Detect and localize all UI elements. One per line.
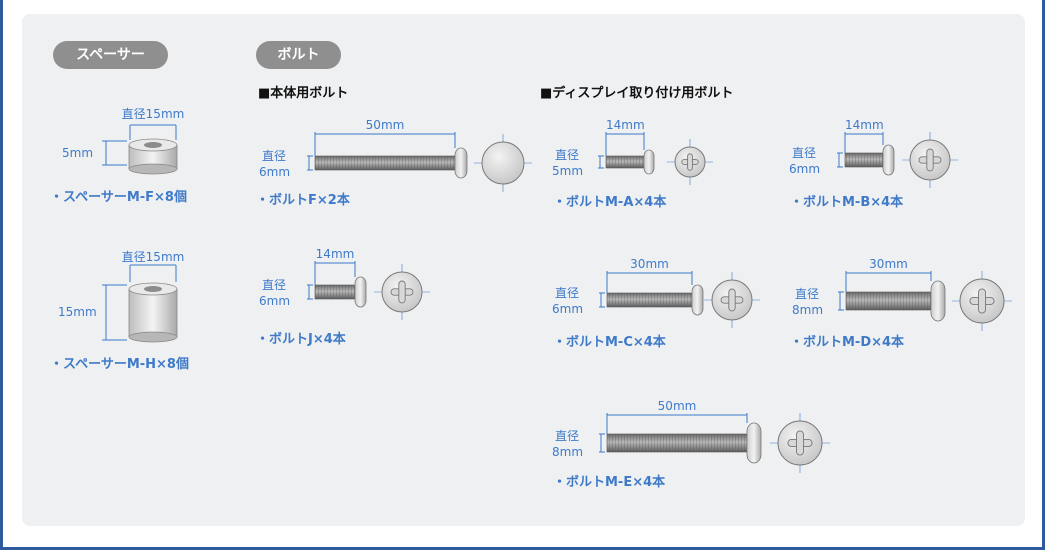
spacer-m-f-drawing <box>102 124 178 175</box>
bolt-section-tag: ボルト <box>256 41 341 69</box>
bolt-me-length-label: 50mm <box>657 399 697 413</box>
bolt-md-length-label: 30mm <box>869 257 908 271</box>
bolt-j-length-label: 14mm <box>315 247 355 261</box>
bolt-ma-caption: ・ボルトM-A×4本 <box>553 195 667 210</box>
bolt-mc-caption: ・ボルトM-C×4本 <box>553 335 666 350</box>
spacer-m-h-caption: ・スペーサーM-H×8個 <box>50 357 189 372</box>
bolt-me-caption: ・ボルトM-E×4本 <box>553 475 666 490</box>
bolt-mb-drawing <box>837 132 958 188</box>
bolt-md-caption: ・ボルトM-D×4本 <box>790 335 905 350</box>
bolt-mc-drawing <box>599 271 760 328</box>
bolt-ma-drawing <box>598 132 713 185</box>
bolt-f-diameter-label: 直径 <box>262 149 287 163</box>
bolt-f-diameter-value: 6mm <box>259 165 291 179</box>
bolt-mc-diameter-label: 直径 <box>555 286 580 300</box>
spacer-m-f-caption: ・スペーサーM-F×8個 <box>50 190 187 205</box>
spacer-m-f-diameter: 直径15mm <box>121 107 185 121</box>
bolt-j-diameter-value: 6mm <box>259 294 291 308</box>
bolt-f-length-label: 50mm <box>365 118 405 132</box>
spacer-m-h-diameter: 直径15mm <box>121 250 185 264</box>
bolt-j-caption: ・ボルトJ×4本 <box>256 332 346 347</box>
bolt-ma-diameter-label: 直径 <box>555 148 580 162</box>
bolt-f-caption: ・ボルトF×2本 <box>256 193 350 208</box>
bolt-mc-diameter-value: 6mm <box>552 302 584 316</box>
spacer-m-h-height: 15mm <box>58 305 97 319</box>
spacer-m-f-height: 5mm <box>62 146 94 160</box>
bolt-j-drawing <box>307 261 430 320</box>
display-bolt-heading: ■ディスプレイ取り付け用ボルト <box>540 86 734 101</box>
bolt-f-drawing <box>307 132 532 192</box>
bolt-mc-length-label: 30mm <box>630 257 669 271</box>
body-bolt-heading: ■本体用ボルト <box>258 86 349 101</box>
bolt-me-drawing <box>599 413 830 473</box>
bolt-mb-diameter-label: 直径 <box>792 146 817 160</box>
bolt-mb-length-label: 14mm <box>845 118 884 132</box>
bolt-me-diameter-value: 8mm <box>552 445 584 459</box>
bolt-md-drawing <box>838 271 1012 331</box>
spacer-m-h-drawing <box>102 264 178 343</box>
bolt-ma-length-label: 14mm <box>606 118 645 132</box>
bolt-mb-caption: ・ボルトM-B×4本 <box>790 195 904 210</box>
bolt-me-diameter-label: 直径 <box>555 429 580 443</box>
bolt-mb-diameter-value: 6mm <box>789 162 821 176</box>
bolt-j-diameter-label: 直径 <box>262 278 287 292</box>
bolt-ma-diameter-value: 5mm <box>552 164 584 178</box>
content-panel <box>22 14 1025 526</box>
spacer-section-tag: スペーサー <box>53 41 168 69</box>
bolt-md-diameter-label: 直径 <box>795 287 820 301</box>
bolt-md-diameter-value: 8mm <box>792 303 824 317</box>
